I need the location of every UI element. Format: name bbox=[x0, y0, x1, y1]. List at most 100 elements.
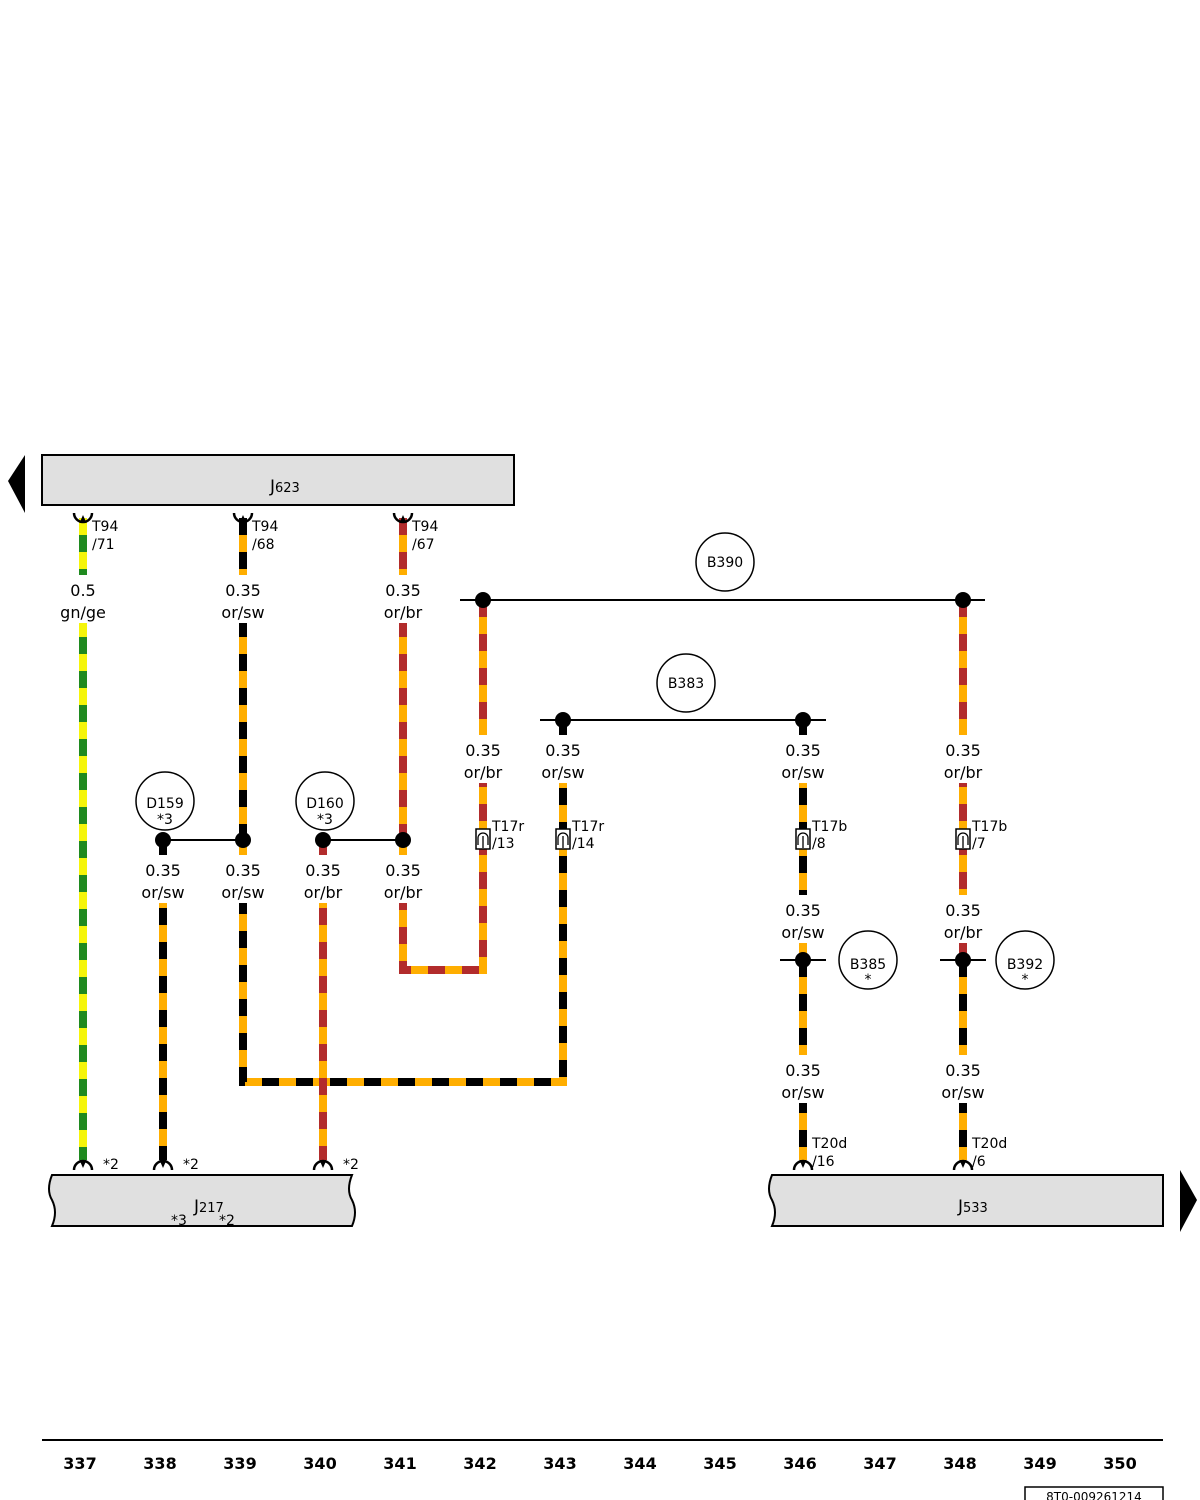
j623-label: J623 bbox=[269, 477, 300, 497]
wire-w11-color: or/br bbox=[384, 883, 423, 902]
splice-d160: D160 *3 bbox=[295, 771, 355, 831]
wire-w5-size: 0.35 bbox=[545, 741, 581, 760]
splice-b385: B385 * bbox=[838, 930, 898, 990]
pin-t20d-16-num: /16 bbox=[812, 1154, 835, 1170]
wire-w11-size: 0.35 bbox=[385, 861, 421, 880]
wire-w3-size: 0.35 bbox=[385, 581, 421, 600]
wire-w12-size: 0.35 bbox=[785, 901, 821, 920]
column-number: 338 bbox=[143, 1454, 176, 1473]
pin-t94-67-icon bbox=[392, 511, 414, 525]
column-number: 347 bbox=[863, 1454, 896, 1473]
column-number: 350 bbox=[1103, 1454, 1136, 1473]
wire-w1-size: 0.5 bbox=[70, 581, 95, 600]
pin-t20d-16-conn: T20d bbox=[811, 1136, 847, 1152]
wire-w13-size: 0.35 bbox=[945, 901, 981, 920]
component-j217: J217 *3 *2 bbox=[48, 1174, 356, 1229]
pin-t17r-13-num: /13 bbox=[492, 836, 515, 852]
svg-text:*3: *3 bbox=[317, 812, 333, 828]
svg-text:B383: B383 bbox=[668, 676, 704, 692]
pin-t20d-6-num: /6 bbox=[972, 1154, 986, 1170]
pin-t94-71-conn: T94 bbox=[91, 519, 118, 535]
prev-page-arrow[interactable] bbox=[8, 455, 25, 513]
pin-t20d-6-icon bbox=[952, 1158, 974, 1172]
pin-j217-c-icon bbox=[312, 1158, 334, 1172]
wire-w10-color: or/br bbox=[304, 883, 343, 902]
pin-t94-67-num: /67 bbox=[412, 537, 435, 553]
wire-labels: 0.5 gn/ge 0.35 or/sw 0.35 or/br 0.35 or/… bbox=[55, 575, 991, 1103]
j533-label: J533 bbox=[957, 1197, 988, 1217]
splice-b383: B383 bbox=[656, 653, 716, 713]
pin-j217-a-icon bbox=[72, 1158, 94, 1172]
column-number: 345 bbox=[703, 1454, 736, 1473]
pin-j217-b-icon bbox=[152, 1158, 174, 1172]
wire-w3-color: or/br bbox=[384, 603, 423, 622]
wire-w10-size: 0.35 bbox=[305, 861, 341, 880]
pin-t94-67-conn: T94 bbox=[411, 519, 438, 535]
j217-label: J217 bbox=[193, 1197, 224, 1217]
pin-t17r-14-conn: T17r bbox=[571, 819, 604, 835]
column-numbers: 337 338 339 340 341 342 343 344 345 346 … bbox=[63, 1454, 1136, 1473]
pin-j217-c-note: *2 bbox=[343, 1157, 359, 1173]
column-number: 342 bbox=[463, 1454, 496, 1473]
svg-text:B390: B390 bbox=[707, 555, 743, 571]
footer-code: 8T0-009261214 bbox=[1046, 1490, 1142, 1500]
wire-w4-size: 0.35 bbox=[465, 741, 501, 760]
wire-w6-color: or/sw bbox=[781, 763, 824, 782]
wire-w2-size: 0.35 bbox=[225, 581, 261, 600]
pin-j217-a-note: *2 bbox=[103, 1157, 119, 1173]
pin-t20d-16-icon bbox=[792, 1158, 814, 1172]
pin-t94-68-icon bbox=[232, 511, 254, 525]
column-number: 339 bbox=[223, 1454, 256, 1473]
pin-t94-71-num: /71 bbox=[92, 537, 115, 553]
wire-w6-size: 0.35 bbox=[785, 741, 821, 760]
wire-w8-size: 0.35 bbox=[145, 861, 181, 880]
pin-t94-68-conn: T94 bbox=[251, 519, 278, 535]
wire-w13-color: or/br bbox=[944, 923, 983, 942]
j217-note-b: *2 bbox=[219, 1213, 235, 1229]
pin-t17r-13-conn: T17r bbox=[491, 819, 524, 835]
column-number: 349 bbox=[1023, 1454, 1056, 1473]
wire-w1-color: gn/ge bbox=[60, 603, 106, 622]
svg-text:D160: D160 bbox=[306, 796, 344, 812]
pin-t94-71-icon bbox=[72, 511, 94, 525]
pin-t17b-8-num: /8 bbox=[812, 836, 826, 852]
splice-b390: B390 bbox=[695, 532, 755, 592]
wire-w8-color: or/sw bbox=[141, 883, 184, 902]
pin-t17b-7-conn: T17b bbox=[971, 819, 1007, 835]
wire-w15-color: or/sw bbox=[941, 1083, 984, 1102]
svg-text:B385: B385 bbox=[850, 957, 886, 973]
column-number: 341 bbox=[383, 1454, 416, 1473]
wire-w4-color: or/br bbox=[464, 763, 503, 782]
wire-w2-color: or/sw bbox=[221, 603, 264, 622]
splice-d159: D159 *3 bbox=[135, 771, 195, 831]
wire-w4 bbox=[399, 600, 487, 974]
pin-j217-b-note: *2 bbox=[183, 1157, 199, 1173]
pin-t17r-14-num: /14 bbox=[572, 836, 595, 852]
component-j623: J623 bbox=[41, 454, 515, 506]
next-page-arrow[interactable] bbox=[1180, 1170, 1197, 1232]
wire-w5 bbox=[239, 720, 567, 1086]
svg-text:*3: *3 bbox=[157, 812, 173, 828]
wire-w5-color: or/sw bbox=[541, 763, 584, 782]
wire-w7-color: or/br bbox=[944, 763, 983, 782]
junction-dots bbox=[155, 592, 971, 968]
component-j533: J533 bbox=[768, 1174, 1164, 1227]
column-number: 337 bbox=[63, 1454, 96, 1473]
splice-b392: B392 * bbox=[995, 930, 1055, 990]
svg-text:B392: B392 bbox=[1007, 957, 1043, 973]
footer-code-box: 8T0-009261214 bbox=[1024, 1486, 1164, 1500]
svg-text:*: * bbox=[1022, 972, 1029, 988]
wire-w9-color: or/sw bbox=[221, 883, 264, 902]
wire-w9-size: 0.35 bbox=[225, 861, 261, 880]
pin-t20d-6-conn: T20d bbox=[971, 1136, 1007, 1152]
pin-t94-68-num: /68 bbox=[252, 537, 275, 553]
svg-text:D159: D159 bbox=[146, 796, 184, 812]
wire-w14-color: or/sw bbox=[781, 1083, 824, 1102]
pin-labels: T94 /71 T94 /68 T94 /67 T17r /13 T17r /1… bbox=[91, 519, 1007, 1173]
j217-note-a: *3 bbox=[171, 1213, 187, 1229]
column-number: 344 bbox=[623, 1454, 656, 1473]
svg-text:*: * bbox=[865, 972, 872, 988]
column-number: 348 bbox=[943, 1454, 976, 1473]
inline-connector-icons bbox=[475, 828, 971, 850]
